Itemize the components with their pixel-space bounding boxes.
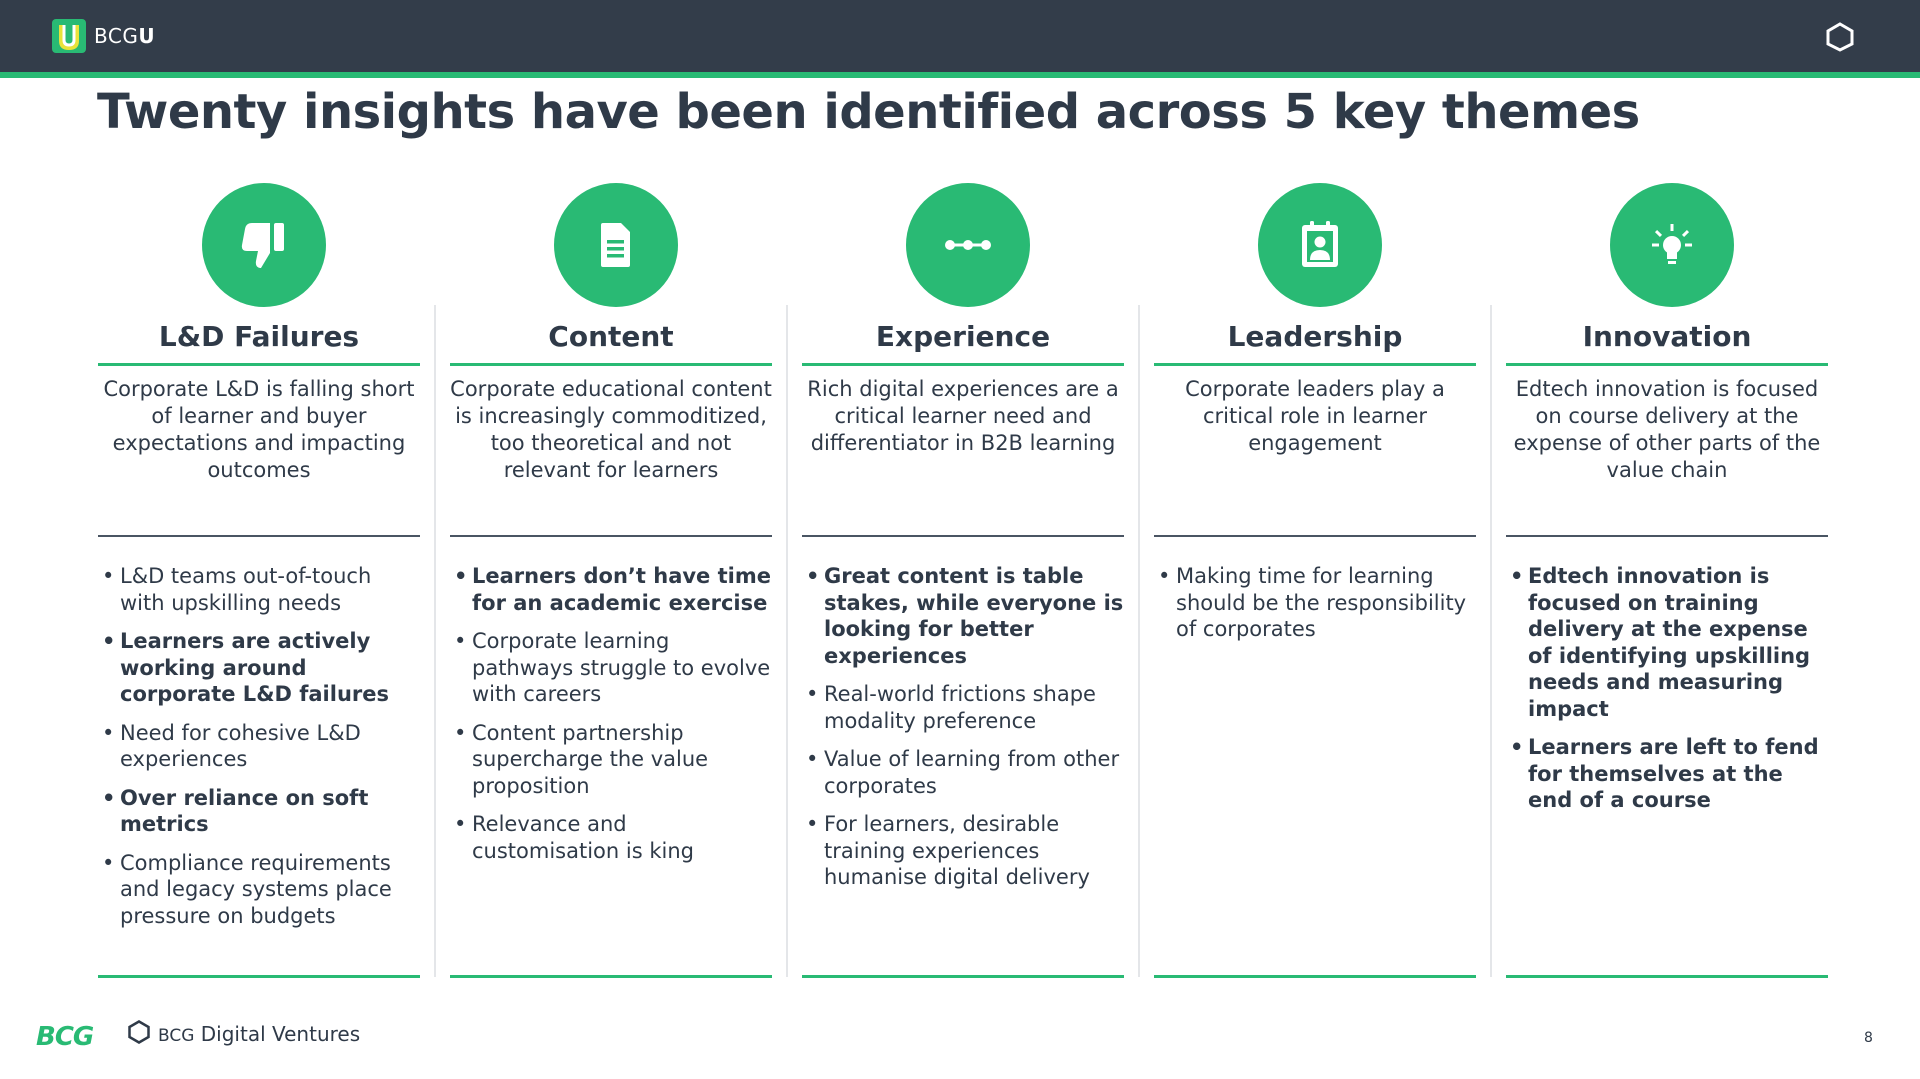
description-divider	[1154, 535, 1476, 537]
page-number: 8	[1864, 1030, 1873, 1046]
hexagon-icon[interactable]	[1826, 22, 1854, 52]
theme-title: Experience	[875, 320, 1051, 353]
column-bottom-rule	[98, 975, 420, 978]
title-underline	[450, 363, 772, 366]
insight-list: Learners don’t have time for an academic…	[450, 563, 772, 876]
theme-title: Innovation	[1582, 320, 1752, 353]
theme-column-content: Content Corporate educational content is…	[450, 183, 772, 978]
theme-column-experience: Experience Rich digital experiences are …	[802, 183, 1124, 978]
insight-item: Learners are actively working around cor…	[98, 628, 420, 708]
insight-item: Compliance requirements and legacy syste…	[98, 850, 420, 930]
title-underline	[802, 363, 1124, 366]
user-badge-icon	[1258, 183, 1382, 307]
bcg-digital-ventures-logo: BCG Digital Ventures	[128, 1020, 360, 1048]
title-underline	[98, 363, 420, 366]
description-divider	[802, 535, 1124, 537]
theme-title: Content	[548, 320, 674, 353]
column-separator	[1490, 305, 1492, 977]
theme-description: Rich digital experiences are a critical …	[807, 377, 1119, 455]
theme-column-ld-failures: L&D Failures Corporate L&D is falling sh…	[98, 183, 420, 978]
hexagon-icon	[128, 1020, 150, 1048]
brand[interactable]: BCGU	[50, 16, 155, 56]
theme-description: Edtech innovation is focused on course d…	[1513, 377, 1821, 482]
title-underline	[1154, 363, 1476, 366]
column-separator	[1138, 305, 1140, 977]
theme-description: Corporate educational content is increas…	[450, 377, 772, 482]
page-title: Twenty insights have been identified acr…	[97, 84, 1640, 140]
insight-item: Value of learning from other corporates	[802, 746, 1124, 799]
insight-list: L&D teams out-of-touch with upskilling n…	[98, 563, 420, 941]
title-underline	[1506, 363, 1828, 366]
column-bottom-rule	[450, 975, 772, 978]
theme-description: Corporate leaders play a critical role i…	[1185, 377, 1445, 455]
theme-column-innovation: Innovation Edtech innovation is focused …	[1506, 183, 1828, 978]
insight-list: Great content is table stakes, while eve…	[802, 563, 1124, 903]
lightbulb-icon	[1610, 183, 1734, 307]
thumbs-down-icon	[202, 183, 326, 307]
insight-item: Need for cohesive L&D experiences	[98, 720, 420, 773]
column-bottom-rule	[1154, 975, 1476, 978]
column-bottom-rule	[1506, 975, 1828, 978]
insight-item: Great content is table stakes, while eve…	[802, 563, 1124, 669]
insight-item: Relevance and customisation is king	[450, 811, 772, 864]
bcg-logo: BCG	[36, 1022, 94, 1052]
insight-item: Learners don’t have time for an academic…	[450, 563, 772, 616]
insight-item: Content partnership supercharge the valu…	[450, 720, 772, 800]
theme-description: Corporate L&D is falling short of learne…	[103, 377, 415, 482]
top-bar: BCGU	[0, 0, 1920, 72]
bcgu-logo-icon	[50, 17, 88, 55]
brand-text: BCGU	[94, 24, 156, 48]
document-icon	[554, 183, 678, 307]
description-divider	[450, 535, 772, 537]
column-separator	[434, 305, 436, 977]
theme-title: Leadership	[1227, 320, 1403, 353]
insight-list: Edtech innovation is focused on training…	[1506, 563, 1828, 826]
insight-item: Corporate learning pathways struggle to …	[450, 628, 772, 708]
insight-item: Over reliance on soft metrics	[98, 785, 420, 838]
insight-item: For learners, desirable training experie…	[802, 811, 1124, 891]
description-divider	[98, 535, 420, 537]
column-bottom-rule	[802, 975, 1124, 978]
insight-item: Learners are left to fend for themselves…	[1506, 734, 1828, 814]
theme-title: L&D Failures	[158, 320, 360, 353]
theme-column-leadership: Leadership Corporate leaders play a crit…	[1154, 183, 1476, 978]
description-divider	[1506, 535, 1828, 537]
insight-item: Edtech innovation is focused on training…	[1506, 563, 1828, 722]
insight-item: L&D teams out-of-touch with upskilling n…	[98, 563, 420, 616]
insight-item: Making time for learning should be the r…	[1154, 563, 1476, 643]
column-separator	[786, 305, 788, 977]
connected-dots-icon	[906, 183, 1030, 307]
insight-item: Real-world frictions shape modality pref…	[802, 681, 1124, 734]
insight-list: Making time for learning should be the r…	[1154, 563, 1476, 655]
header-accent-stripe	[0, 72, 1920, 78]
bdv-text: BCG Digital Ventures	[158, 1022, 361, 1046]
